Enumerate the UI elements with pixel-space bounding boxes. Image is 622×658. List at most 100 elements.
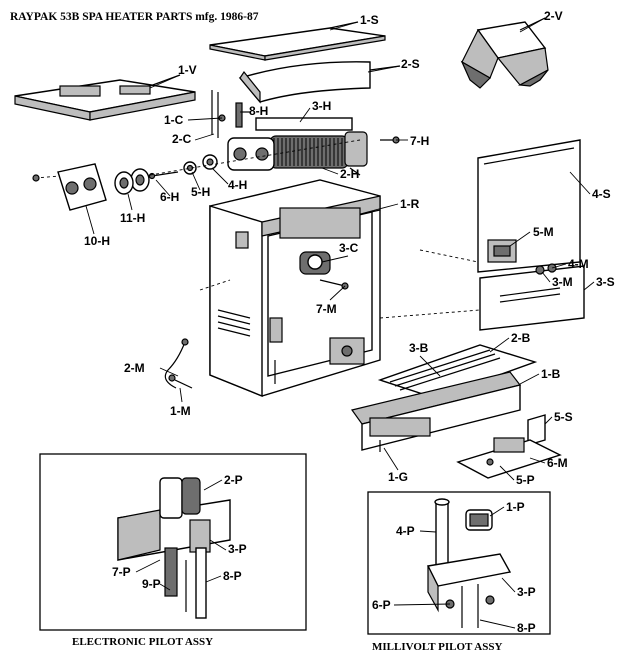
label-4h: 4-H — [228, 178, 247, 192]
part-labels: 1-S 2-V 1-V 2-S 8-H 1-C 3-H 2-C 7-H 2-H … — [84, 9, 615, 635]
leader-line — [209, 539, 227, 551]
leader-line — [149, 74, 181, 89]
leader-line — [194, 133, 215, 141]
leader-line — [519, 17, 546, 33]
millivolt-pilot-frame — [367, 491, 551, 635]
lower-door-3s — [379, 263, 585, 331]
label-3p-millivolt: 3-P — [517, 585, 536, 599]
leader-line — [499, 465, 515, 481]
label-4p: 4-P — [396, 524, 415, 538]
leader-line — [544, 416, 553, 425]
label-3s: 3-S — [596, 275, 615, 289]
label-6m: 6-M — [547, 456, 568, 470]
burner-tray — [350, 344, 538, 452]
label-8p-millivolt: 8-P — [517, 621, 536, 635]
label-2s: 2-S — [401, 57, 420, 71]
draft-hood-2v — [460, 17, 549, 89]
label-3p-electronic: 3-P — [228, 542, 247, 556]
label-5m: 5-M — [533, 225, 554, 239]
label-2b: 2-B — [511, 331, 531, 345]
label-5s: 5-S — [554, 410, 573, 424]
label-3b: 3-B — [409, 341, 429, 355]
leader-line — [329, 21, 359, 31]
leader-line — [321, 167, 339, 175]
label-1b: 1-B — [541, 367, 561, 381]
leader-line — [191, 171, 201, 191]
label-2m: 2-M — [124, 361, 145, 375]
label-3m: 3-M — [552, 275, 573, 289]
label-2c: 2-C — [172, 132, 192, 146]
leader-lines — [85, 17, 595, 629]
electronic-pilot-frame — [39, 453, 307, 631]
label-1g: 1-G — [388, 470, 408, 484]
diagram-title: RAYPAK 53B SPA HEATER PARTS mfg. 1986-87 — [10, 11, 259, 23]
leader-line — [329, 285, 346, 301]
leader-line — [419, 530, 437, 533]
caption-millivolt-pilot: MILLIVOLT PILOT ASSY — [372, 641, 502, 653]
label-2h: 2-H — [340, 167, 359, 181]
label-1r: 1-R — [400, 197, 420, 211]
leader-line — [501, 577, 516, 593]
leader-line — [155, 179, 171, 197]
label-9p: 9-P — [142, 577, 161, 591]
leader-line — [127, 193, 133, 211]
label-1s: 1-S — [360, 13, 379, 27]
leader-line — [187, 117, 223, 121]
leader-line — [509, 231, 531, 247]
leader-line — [359, 203, 399, 215]
label-3h: 3-H — [312, 99, 331, 113]
leader-line — [321, 255, 349, 263]
label-2v: 2-V — [544, 9, 563, 23]
label-6h: 6-H — [160, 190, 179, 204]
leader-line — [489, 337, 510, 353]
label-5p: 5-P — [516, 473, 535, 487]
label-4s: 4-S — [592, 187, 611, 201]
label-10h: 10-H — [84, 234, 110, 248]
label-7m: 7-M — [316, 302, 337, 316]
leader-line — [159, 367, 179, 377]
label-5h: 5-H — [191, 185, 210, 199]
label-8h: 8-H — [249, 104, 268, 118]
leader-line — [203, 479, 223, 491]
pilot-bracket — [456, 414, 562, 479]
leader-line — [299, 107, 311, 123]
cabinet-1r — [199, 179, 381, 398]
top-panel-1s — [209, 21, 386, 61]
leader-line — [205, 575, 222, 583]
label-1p: 1-P — [506, 500, 525, 514]
leader-line — [135, 559, 161, 573]
flue-collector-2s — [238, 61, 401, 104]
leader-line — [85, 205, 95, 235]
front-door-4s — [419, 139, 581, 273]
leader-line — [159, 583, 171, 591]
electronic-pilot-assy — [117, 477, 231, 619]
leader-line — [479, 619, 516, 629]
leader-line — [569, 171, 591, 195]
small-parts-top — [211, 90, 400, 144]
leader-line — [583, 281, 595, 291]
label-4m: 4-M — [568, 257, 589, 271]
leader-line — [179, 387, 183, 403]
label-1c: 1-C — [164, 113, 184, 127]
label-7p: 7-P — [112, 565, 131, 579]
leader-line — [489, 506, 505, 517]
leader-line — [211, 167, 229, 185]
header-parts — [32, 139, 361, 211]
label-2p: 2-P — [224, 473, 243, 487]
leader-line — [551, 263, 567, 269]
label-1m: 1-M — [170, 404, 191, 418]
label-8p-electronic: 8-P — [223, 569, 242, 583]
label-1v: 1-V — [178, 63, 197, 77]
leader-line — [367, 65, 401, 73]
leader-line — [419, 355, 441, 377]
heat-exchanger-2h — [227, 117, 368, 176]
leader-line — [519, 373, 540, 385]
millivolt-pilot-assy — [426, 498, 512, 628]
leader-line — [529, 457, 546, 464]
label-7h: 7-H — [410, 134, 429, 148]
leader-line — [383, 447, 399, 471]
leader-line — [541, 271, 551, 283]
gas-valve-wire — [164, 338, 193, 389]
label-11h: 11-H — [120, 211, 145, 225]
